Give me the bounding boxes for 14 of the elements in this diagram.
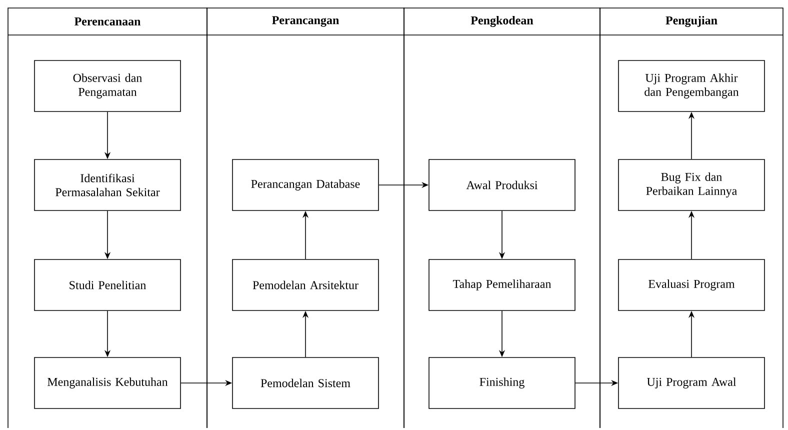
process-box: Uji Program Akhir dan Pengembangan <box>618 60 765 112</box>
process-box: Uji Program Awal <box>618 357 765 409</box>
process-box: Observasi dan Pengamatan <box>34 60 181 112</box>
process-box: Tahap Pemeliharaan <box>428 259 576 311</box>
process-box: Perancangan Database <box>232 159 379 211</box>
process-box: Evaluasi Program <box>618 259 765 311</box>
process-box: Identifikasi Permasalahan Sekitar <box>34 159 181 211</box>
process-box: Awal Produksi <box>428 159 576 211</box>
process-box: Pemodelan Sistem <box>232 357 379 409</box>
process-box: Finishing <box>428 357 576 409</box>
process-box: Menganalisis Kebutuhan <box>34 357 181 409</box>
process-box: Studi Penelitian <box>34 259 181 311</box>
process-box: Pemodelan Arsitektur <box>232 259 379 311</box>
process-box: Bug Fix dan Perbaikan Lainnya <box>618 159 765 211</box>
